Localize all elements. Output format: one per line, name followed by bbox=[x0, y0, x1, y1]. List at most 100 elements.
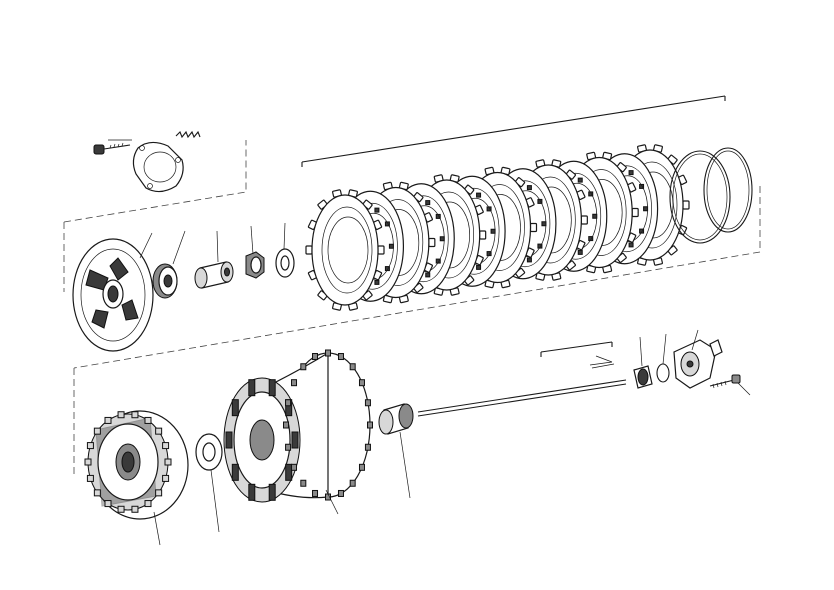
thrust-washer bbox=[195, 433, 223, 471]
plate-notch bbox=[374, 279, 380, 285]
leader-lines bbox=[108, 139, 751, 546]
plate-notch bbox=[526, 185, 532, 191]
plate-notch bbox=[639, 183, 645, 189]
plate-tooth bbox=[479, 230, 487, 240]
plate-notch bbox=[592, 213, 598, 219]
plate-notch bbox=[537, 198, 543, 204]
nut bbox=[245, 251, 265, 279]
plate-notch bbox=[374, 207, 380, 213]
hub-tooth bbox=[86, 442, 94, 450]
basket-tooth bbox=[291, 379, 298, 387]
spring-coil bbox=[175, 130, 201, 139]
hub-tooth bbox=[117, 505, 125, 513]
plate-notch bbox=[577, 249, 583, 255]
plate-notch bbox=[476, 264, 482, 270]
slave-piston bbox=[633, 365, 653, 389]
plate-notch bbox=[541, 221, 547, 227]
plate-notch bbox=[476, 192, 482, 198]
cover-plate bbox=[132, 141, 184, 193]
basket-slot bbox=[248, 379, 256, 397]
basket-slot bbox=[231, 463, 239, 481]
basket-slot bbox=[248, 483, 256, 501]
basket-tooth bbox=[358, 463, 365, 471]
plate-notch bbox=[486, 251, 492, 257]
slave-bolt bbox=[709, 374, 741, 389]
group-box-top bbox=[63, 140, 247, 292]
plate-notch bbox=[439, 236, 445, 242]
bushing bbox=[194, 261, 234, 289]
plate-notch bbox=[435, 258, 441, 264]
hub-tooth bbox=[162, 474, 170, 482]
basket-slot bbox=[268, 483, 276, 501]
plate-notch bbox=[639, 228, 645, 234]
basket-tooth bbox=[285, 399, 292, 407]
plate-notch bbox=[490, 228, 496, 234]
basket-tooth bbox=[337, 489, 344, 497]
pressure-plate bbox=[72, 238, 154, 352]
pushrod-sleeve bbox=[378, 403, 414, 435]
plate-notch bbox=[628, 170, 634, 176]
hub-tooth bbox=[144, 416, 152, 424]
basket-tooth bbox=[285, 443, 292, 451]
plates-bracket bbox=[301, 95, 726, 167]
basket-tooth bbox=[291, 463, 298, 471]
release-bearing bbox=[152, 263, 178, 299]
basket-tooth bbox=[349, 479, 356, 487]
plate-notch bbox=[384, 221, 390, 227]
hub-tooth bbox=[131, 411, 139, 419]
pushrod-bracket bbox=[540, 341, 613, 357]
hub-tooth bbox=[104, 500, 112, 508]
hub-tooth bbox=[144, 500, 152, 508]
basket-slot bbox=[285, 463, 293, 481]
plate-tooth bbox=[529, 222, 538, 233]
cover-bolt bbox=[93, 142, 131, 155]
plate-notch bbox=[425, 200, 431, 206]
hub-tooth bbox=[93, 427, 101, 435]
basket-tooth bbox=[283, 421, 289, 429]
basket-tooth bbox=[367, 421, 373, 429]
pushrod bbox=[417, 361, 627, 417]
plate-tooth bbox=[631, 207, 639, 218]
plate-notch bbox=[425, 272, 431, 278]
basket-tooth bbox=[364, 399, 371, 407]
plate-tooth bbox=[428, 237, 436, 248]
plate-notch bbox=[388, 243, 394, 249]
basket-tooth bbox=[300, 363, 307, 371]
hub-tooth bbox=[117, 411, 125, 419]
hub-tooth bbox=[162, 442, 170, 450]
plate-notch bbox=[435, 213, 441, 219]
hub-tooth bbox=[155, 489, 163, 497]
clutch-plate bbox=[305, 189, 385, 311]
clutch-hub bbox=[84, 410, 189, 520]
basket-tooth bbox=[325, 349, 331, 357]
hub-tooth bbox=[86, 474, 94, 482]
clutch-plate-stack bbox=[305, 144, 690, 311]
hub-tooth bbox=[155, 427, 163, 435]
plate-notch bbox=[643, 206, 649, 212]
group-box-plates bbox=[73, 186, 761, 369]
basket-tooth bbox=[300, 479, 307, 487]
hub-tooth bbox=[93, 489, 101, 497]
basket-tooth bbox=[364, 443, 371, 451]
lock-washer bbox=[275, 248, 295, 278]
plate-tooth bbox=[682, 200, 690, 210]
plate-tooth bbox=[377, 245, 385, 255]
basket-tooth bbox=[358, 379, 365, 387]
plate-notch bbox=[588, 236, 594, 242]
basket-slot bbox=[291, 431, 299, 449]
basket-slot bbox=[231, 399, 239, 417]
slave-cylinder bbox=[673, 339, 723, 389]
clutch-basket bbox=[223, 349, 373, 503]
seal-rings bbox=[669, 147, 753, 244]
plate-notch bbox=[537, 243, 543, 249]
plate-notch bbox=[486, 206, 492, 212]
hub-tooth bbox=[104, 416, 112, 424]
basket-tooth bbox=[312, 353, 319, 361]
basket-tooth bbox=[312, 489, 319, 497]
hub-tooth bbox=[131, 505, 139, 513]
plate-notch bbox=[526, 257, 532, 263]
plate-tooth bbox=[305, 245, 313, 255]
plate-notch bbox=[577, 177, 583, 183]
